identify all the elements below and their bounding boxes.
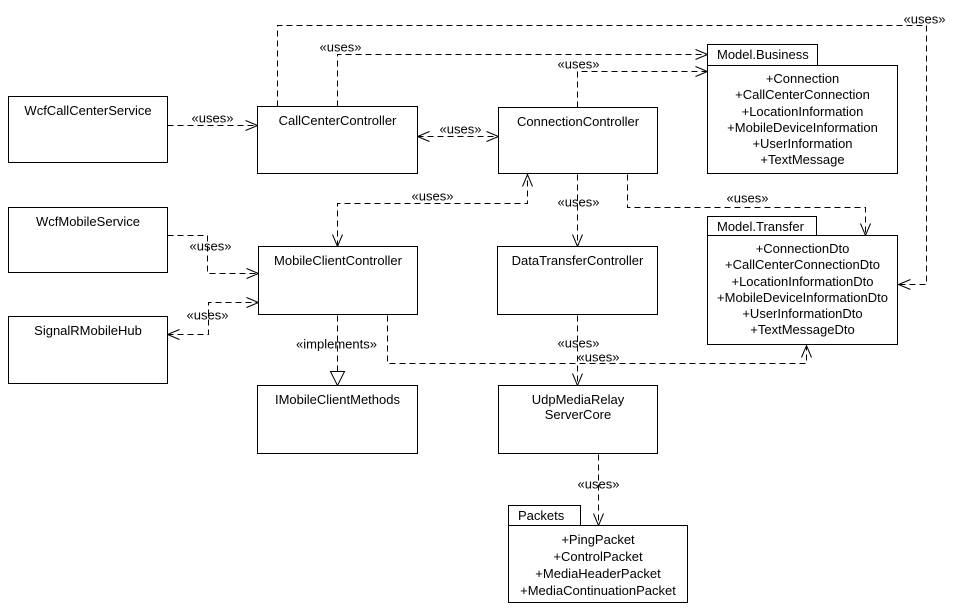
edge-signalrmobilehub-uses-mobileclientcontroller: «uses» — [166, 297, 260, 340]
package-body-packets: +PingPacket +ControlPacket +MediaHeaderP… — [508, 525, 688, 603]
package-item: +UserInformation — [752, 136, 853, 152]
class-title: WcfMobileService — [35, 214, 141, 229]
package-name: Model.Transfer — [717, 219, 804, 234]
edge-label: «uses» — [558, 57, 600, 72]
class-box-callcentercontroller: CallCenterController — [257, 106, 418, 174]
package-item: +ConnectionDto — [755, 241, 850, 256]
class-title: ConnectionController — [516, 114, 640, 129]
package-item: +TextMessageDto — [750, 322, 855, 338]
edge-callcentercontroller-uses-modelbusiness: «uses» — [320, 40, 709, 107]
class-box-datatransfercontroller: DataTransferController — [497, 246, 658, 315]
class-box-udpmediarelayservercore: UdpMediaRelay ServerCore — [498, 385, 658, 454]
package-tab-model-business: Model.Business — [707, 44, 818, 66]
class-title: IMobileClientMethods — [274, 392, 400, 407]
package-tab-model-transfer: Model.Transfer — [707, 216, 817, 236]
arrowhead-up — [801, 344, 812, 358]
package-item: +UserInformationDto — [742, 306, 863, 322]
package-item: +MobileDeviceInformationDto — [717, 289, 888, 305]
edge-label: «uses» — [190, 239, 232, 254]
class-box-signalrmobilehub: SignalRMobileHub — [8, 316, 168, 384]
edge-label: «uses» — [558, 195, 600, 210]
edge-label: «uses» — [412, 189, 454, 204]
edge-label: «uses» — [187, 308, 229, 323]
package-item: +ControlPacket — [553, 549, 643, 564]
package-item: +MobileDeviceInformation — [727, 119, 878, 135]
edge-mobileclientcontroller-implements-imobileclientmethods: «implements» — [296, 315, 377, 387]
package-item: +TextMessage — [760, 152, 845, 168]
package-item: +MediaHeaderPacket — [535, 566, 661, 581]
class-title-line2: ServerCore — [544, 407, 612, 422]
arrowhead-left — [897, 279, 911, 290]
edge-udpmediarelay-uses-packets: «uses» — [578, 454, 620, 527]
class-box-wcfmobileservice: WcfMobileService — [8, 207, 168, 273]
arrowhead-triangle-down — [329, 371, 346, 387]
package-name: Model.Business — [717, 47, 809, 62]
class-box-mobileclientcontroller: MobileClientController — [258, 246, 418, 315]
edge-label: «uses» — [578, 350, 620, 365]
edge-wcfmobileservice-uses-mobileclientcontroller: «uses» — [167, 235, 260, 279]
edge-label: «uses» — [192, 111, 234, 126]
class-box-imobileclientmethods: IMobileClientMethods — [257, 385, 418, 454]
edge-label: «uses» — [904, 12, 946, 27]
package-name: Packets — [518, 508, 565, 523]
class-box-wcfcallcenterservice: WcfCallCenterService — [8, 96, 168, 163]
edge-label: «uses» — [578, 477, 620, 492]
edge-connectioncontroller-uses-modelbusiness: «uses» — [558, 57, 709, 108]
package-item: +PingPacket — [561, 532, 635, 547]
edge-connectioncontroller-uses-datatransfercontroller: «uses» — [558, 174, 600, 248]
package-tab-packets: Packets — [508, 505, 581, 526]
edge-callcentercontroller-uses-connectioncontroller: «uses» — [416, 122, 500, 142]
class-title: SignalRMobileHub — [34, 323, 142, 338]
package-item: +Connection — [765, 71, 840, 86]
class-title: WcfCallCenterService — [24, 103, 152, 118]
edge-mobileclientcontroller-uses-connectioncontroller: «uses» — [332, 173, 533, 248]
edge-callcentercontroller-uses-modeltransfer: «uses» — [277, 12, 946, 290]
class-title: DataTransferController — [511, 253, 644, 268]
package-body-model-business: +Connection +CallCenterConnection +Locat… — [707, 65, 898, 174]
package-item: +LocationInformation — [741, 103, 864, 119]
package-body-model-transfer: +ConnectionDto +CallCenterConnectionDto … — [707, 235, 898, 345]
package-item: +CallCenterConnectionDto — [724, 257, 880, 273]
class-box-connectioncontroller: ConnectionController — [498, 107, 658, 174]
edge-wcfcallcenterservice-uses-callcentercontroller: «uses» — [167, 111, 259, 131]
edge-label: «uses» — [558, 336, 600, 351]
package-item: +CallCenterConnection — [735, 87, 870, 103]
edge-label: «uses» — [320, 40, 362, 55]
edge-label: «uses» — [440, 122, 482, 137]
edge-label: «implements» — [296, 337, 377, 352]
edge-connectioncontroller-uses-modeltransfer: «uses» — [627, 174, 871, 237]
edge-label: «uses» — [727, 191, 769, 206]
package-item: +LocationInformationDto — [731, 273, 874, 289]
class-title: CallCenterController — [278, 113, 397, 128]
package-item: +MediaContinuationPacket — [520, 583, 676, 598]
edge-mobileclientcontroller-uses-modeltransfer: «uses» — [387, 315, 812, 365]
class-title: MobileClientController — [274, 253, 402, 268]
class-title: UdpMediaRelay — [531, 392, 625, 407]
arrowhead-up — [522, 173, 533, 187]
